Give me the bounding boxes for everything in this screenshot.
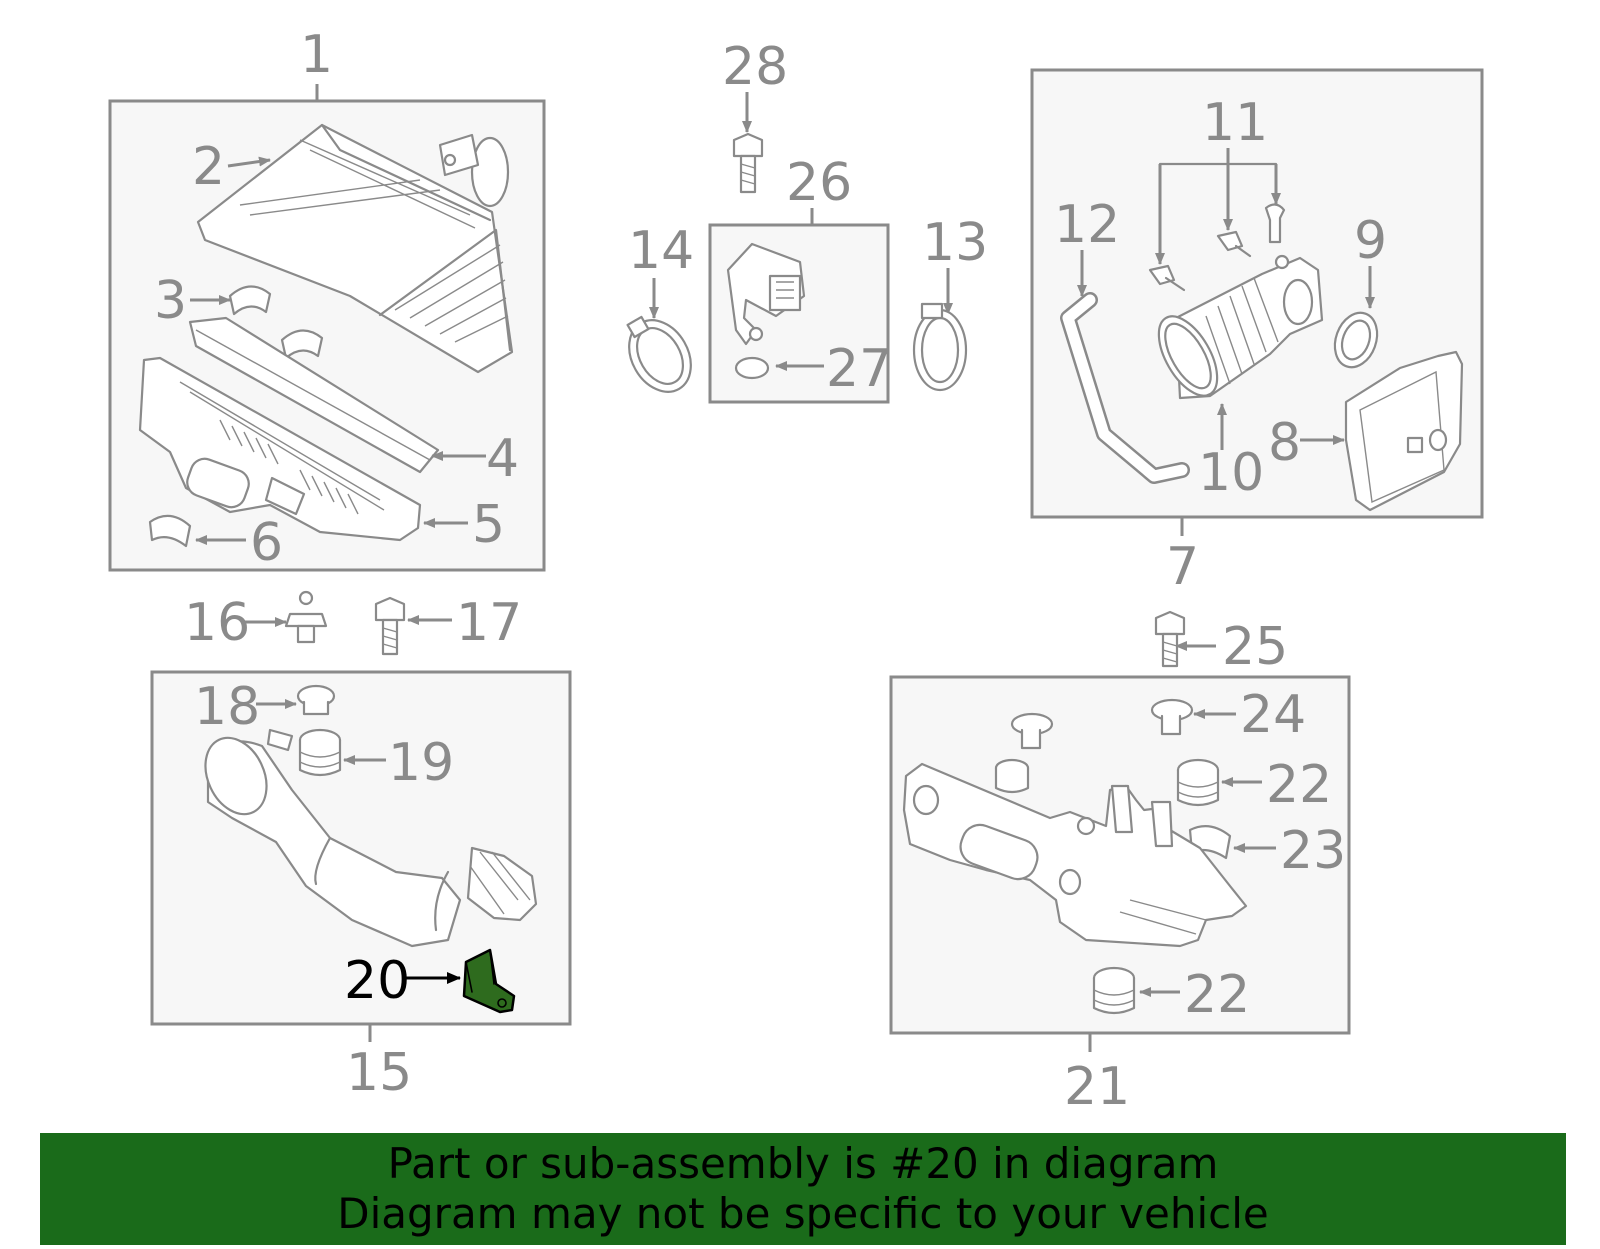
air-guide-21	[902, 762, 1248, 948]
label-15: 15	[346, 1043, 412, 1103]
label-12: 12	[1054, 195, 1120, 255]
grommet-18	[296, 684, 336, 716]
group-air-cleaner-assembly: 1 2 3 4	[108, 25, 546, 573]
bushing-22-top	[1176, 758, 1220, 807]
bracket-20-highlighted	[462, 948, 516, 1014]
label-16: 16	[184, 593, 250, 653]
label-5: 5	[472, 495, 505, 555]
label-25: 25	[1222, 617, 1288, 677]
bushing-small	[994, 758, 1030, 794]
banner-line-2: Diagram may not be specific to your vehi…	[337, 1189, 1269, 1238]
label-7: 7	[1166, 537, 1199, 597]
clip-24	[1150, 698, 1194, 736]
label-27: 27	[826, 339, 892, 399]
air-cleaner-cover	[196, 123, 514, 374]
cover-clips	[228, 285, 324, 360]
label-20: 20	[344, 951, 410, 1011]
bushing-22-bottom	[1092, 966, 1136, 1015]
label-23: 23	[1280, 821, 1346, 881]
label-14: 14	[628, 221, 694, 281]
label-13: 13	[922, 213, 988, 273]
label-18: 18	[194, 677, 260, 737]
label-26: 26	[786, 153, 852, 213]
group-intake-pipe: 15 18 19 20	[150, 670, 572, 1103]
label-19: 19	[388, 733, 454, 793]
label-6: 6	[250, 513, 283, 573]
group-intake-duct: 7 11 12 10 9	[1030, 68, 1484, 597]
label-9: 9	[1354, 211, 1387, 271]
air-cleaner-lower-case	[138, 356, 422, 542]
box-intake-pipe	[150, 670, 572, 1026]
nut-16	[284, 590, 328, 644]
group-sensor: 28 26 27 14 13	[626, 37, 988, 404]
banner-line-1: Part or sub-assembly is #20 in diagram	[387, 1139, 1219, 1188]
label-28: 28	[722, 37, 788, 97]
clip-24b	[1010, 712, 1054, 750]
breather-hose-12	[1060, 292, 1190, 484]
label-10: 10	[1198, 443, 1264, 503]
intake-duct-10	[1157, 254, 1324, 400]
info-banner: Part or sub-assembly is #20 in diagram D…	[40, 1133, 1566, 1245]
hose-clamp-14	[626, 315, 692, 393]
label-24: 24	[1240, 685, 1306, 745]
label-8: 8	[1268, 413, 1301, 473]
hose-clamp-13	[912, 302, 968, 392]
bolt-28	[732, 132, 764, 194]
label-21: 21	[1064, 1057, 1130, 1117]
label-4: 4	[486, 429, 519, 489]
screws-11	[1148, 203, 1286, 292]
label-17: 17	[456, 593, 522, 653]
label-3: 3	[154, 271, 187, 331]
bushing-19	[298, 728, 342, 777]
bolt-25	[1154, 610, 1186, 668]
map-sensor	[726, 242, 806, 346]
label-22-bottom: 22	[1184, 965, 1250, 1025]
group-fasteners: 16 17	[184, 590, 522, 656]
hose-clamp-9	[1333, 311, 1379, 369]
group-air-guide: 25 21 24 22	[889, 610, 1351, 1117]
label-1: 1	[300, 25, 333, 85]
resonator-8	[1344, 350, 1464, 512]
grommet-6	[148, 514, 192, 548]
label-22-top: 22	[1266, 755, 1332, 815]
label-11: 11	[1202, 93, 1268, 153]
intake-pipe-15	[204, 728, 538, 948]
air-filter-element	[188, 316, 440, 474]
bolt-17	[374, 596, 406, 656]
o-ring-27	[734, 356, 770, 380]
label-2: 2	[192, 137, 225, 197]
